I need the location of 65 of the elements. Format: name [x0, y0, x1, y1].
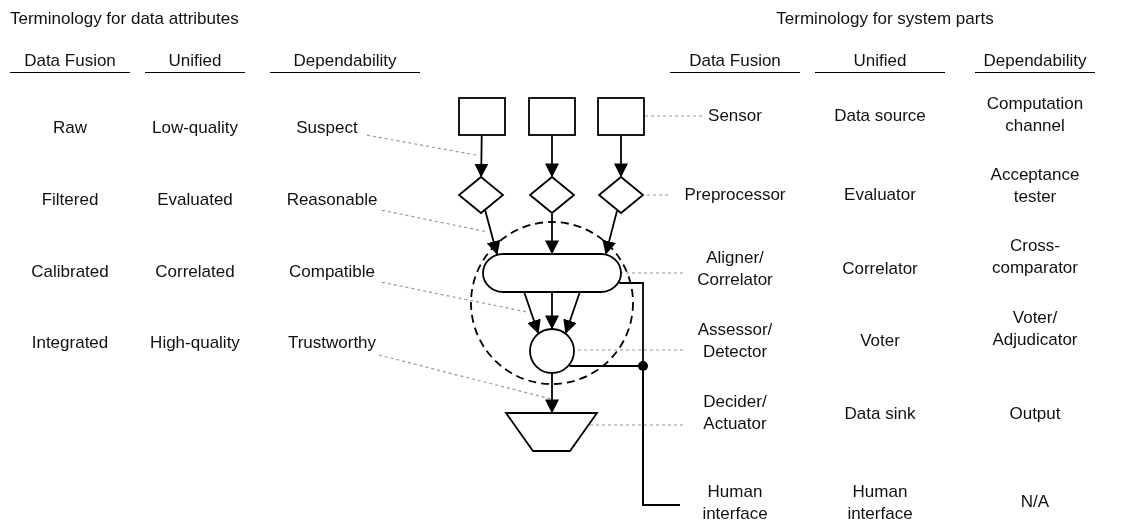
term-label: Integrated	[30, 332, 110, 354]
term-label: Raw	[52, 117, 88, 139]
arrow	[602, 209, 618, 255]
dashed-circle	[470, 221, 634, 385]
term-label: Aligner/ Correlator	[683, 246, 787, 292]
arrow	[545, 135, 559, 178]
term-label: Calibrated	[30, 261, 110, 283]
term-label: N/A	[1019, 491, 1051, 513]
term-label: Voter/ Adjudicator	[991, 307, 1079, 351]
term-label: Output	[1008, 403, 1062, 425]
term-label: Evaluator	[843, 184, 917, 206]
leader-line	[378, 354, 552, 400]
decision-diamond	[598, 176, 644, 214]
term-label: Compatible	[282, 260, 382, 284]
column-header: Data Fusion	[10, 50, 130, 73]
term-label: Correlated	[154, 261, 236, 283]
process-box	[528, 97, 576, 136]
term-label: Human interface	[680, 481, 790, 525]
leader-line	[621, 272, 684, 274]
decision-diamond	[529, 176, 575, 214]
column-header: Unified	[145, 50, 245, 73]
process-box	[458, 97, 506, 136]
term-label: Acceptance tester	[989, 164, 1081, 208]
term-label: Data source	[833, 105, 927, 127]
term-label: Evaluated	[156, 189, 234, 211]
term-label: High-quality	[149, 332, 241, 354]
term-label: Trustworthy	[282, 331, 382, 355]
term-label: Low-quality	[151, 117, 239, 139]
section-title: Terminology for data attributes	[10, 8, 240, 30]
arrow	[545, 292, 559, 330]
arrow	[484, 209, 501, 256]
column-header: Dependability	[975, 50, 1095, 73]
arrow	[474, 135, 489, 178]
term-label: Cross-comparator	[991, 235, 1079, 279]
trapezoid-shape	[505, 412, 598, 452]
term-label: Sensor	[702, 104, 768, 128]
section-title: Terminology for system parts	[775, 8, 995, 30]
leader-line	[588, 424, 684, 426]
arrow	[563, 292, 581, 334]
connector-line	[568, 365, 681, 506]
voter-circle	[529, 328, 575, 374]
arrow	[545, 373, 559, 414]
term-label: Suspect	[287, 116, 367, 140]
term-label: Correlator	[841, 258, 919, 280]
leader-line	[366, 134, 477, 156]
term-label: Filtered	[40, 189, 100, 211]
term-label: Reasonable	[282, 188, 382, 212]
term-label: Voter	[859, 330, 901, 352]
decision-diamond	[458, 176, 504, 214]
column-header: Unified	[815, 50, 945, 73]
term-label: Decider/ Actuator	[683, 390, 787, 436]
term-label: Computation channel	[985, 93, 1085, 137]
leader-line	[644, 115, 703, 117]
process-box	[597, 97, 645, 136]
column-header: Data Fusion	[670, 50, 800, 73]
column-header: Dependability	[270, 50, 420, 73]
arrow	[523, 292, 541, 334]
term-label: Data sink	[843, 403, 917, 425]
term-label: Assessor/ Detector	[683, 318, 787, 364]
term-label: Human interface	[846, 481, 914, 525]
arrow	[614, 135, 628, 178]
rounded-box	[482, 253, 622, 293]
term-label: Preprocessor	[668, 183, 802, 207]
arrow	[545, 213, 559, 255]
leader-line	[381, 281, 528, 313]
